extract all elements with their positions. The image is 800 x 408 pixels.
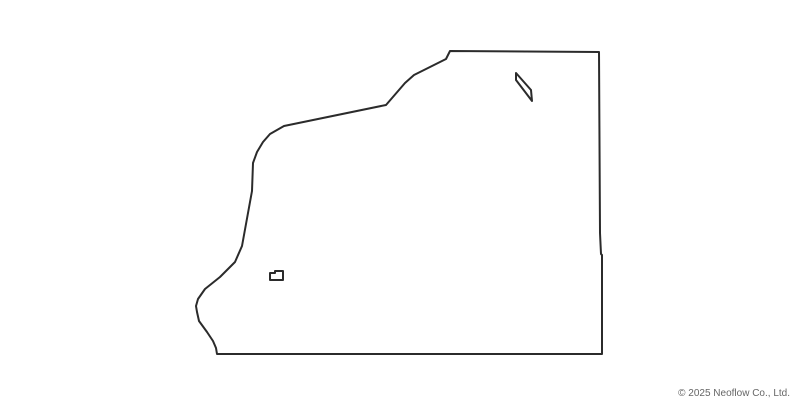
map-attribution: © 2025 Neoflow Co., Ltd. [678, 388, 790, 399]
enclave-southwest[interactable] [269, 270, 284, 281]
enclave-northeast[interactable] [515, 72, 533, 102]
region-boundary[interactable] [195, 50, 603, 355]
